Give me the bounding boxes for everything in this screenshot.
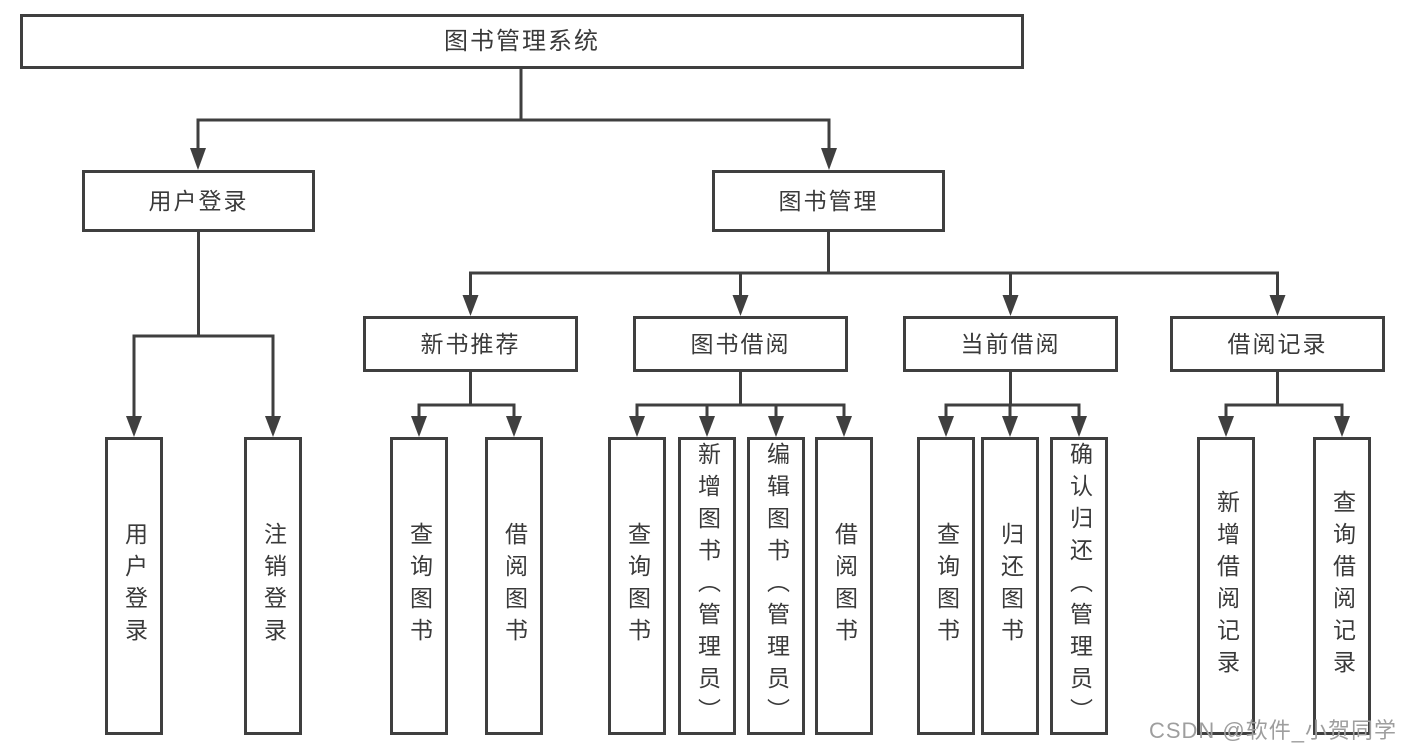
node-library-management-system: 图书管理系统 (20, 14, 1024, 69)
leaf-borrow-books: 借阅图书 (485, 437, 543, 735)
node-current-borrow: 当前借阅 (903, 316, 1118, 372)
leaf-add-book-admin: 新增图书（管理员） (678, 437, 736, 735)
leaf-query-books-current: 查询图书 (917, 437, 975, 735)
arrowheads (126, 148, 1350, 437)
csdn-watermark: CSDN @软件_小贺同学 (1148, 718, 1397, 743)
leaf-user-login: 用户登录 (105, 437, 163, 735)
leaf-query-books: 查询图书 (390, 437, 448, 735)
node-borrow-record: 借阅记录 (1170, 316, 1385, 372)
leaf-confirm-return-admin: 确认归还（管理员） (1050, 437, 1108, 735)
node-new-book-recommend: 新书推荐 (363, 316, 578, 372)
node-user-login: 用户登录 (82, 170, 315, 232)
node-book-borrow: 图书借阅 (633, 316, 848, 372)
leaf-return-book: 归还图书 (981, 437, 1039, 735)
leaf-query-borrow-record: 查询借阅记录 (1313, 437, 1371, 735)
leaf-query-books-borrow: 查询图书 (608, 437, 666, 735)
leaf-edit-book-admin: 编辑图书（管理员） (747, 437, 805, 735)
leaf-logout: 注销登录 (244, 437, 302, 735)
leaf-add-borrow-record: 新增借阅记录 (1197, 437, 1255, 735)
node-book-management: 图书管理 (712, 170, 945, 232)
leaf-borrow-books-2: 借阅图书 (815, 437, 873, 735)
